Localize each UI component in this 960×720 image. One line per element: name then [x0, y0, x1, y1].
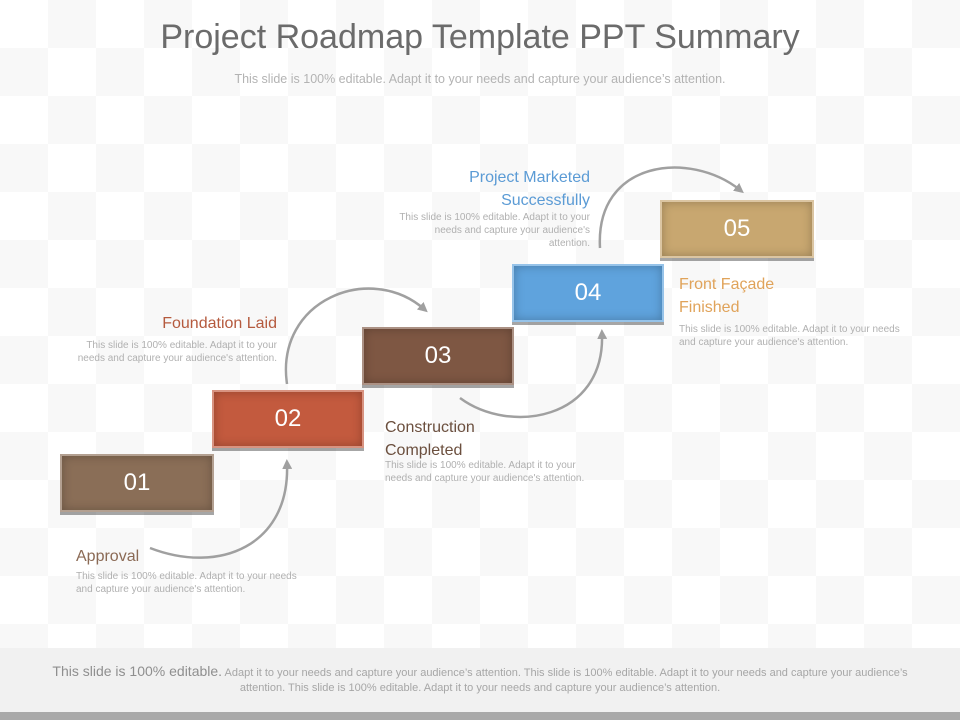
- step-05-label: Front Façade Finished: [679, 276, 775, 316]
- arrow-02-to-03: [284, 287, 428, 385]
- step-03-block: 03: [362, 327, 514, 385]
- step-02-desc: This slide is 100% editable. Adapt it to…: [77, 340, 277, 364]
- step-02-label: Foundation Laid: [162, 315, 277, 332]
- step-02-block: 02: [212, 390, 364, 448]
- arrow-approval-to-02: [149, 459, 293, 559]
- step-04-block: 04: [512, 264, 664, 322]
- slide-title: Project Roadmap Template PPT Summary: [160, 18, 800, 56]
- slide-subtitle: This slide is 100% editable. Adapt it to…: [234, 72, 726, 86]
- arrow-03-to-04: [459, 329, 608, 419]
- arrow-04-to-05: [598, 166, 744, 249]
- step-04-desc: This slide is 100% editable. Adapt it to…: [399, 212, 590, 249]
- step-05-block: 05: [660, 200, 814, 258]
- bottom-bar: [0, 712, 960, 720]
- footer-band: [0, 648, 960, 712]
- step-01-block: 01: [60, 454, 214, 512]
- footer-body: Adapt it to your needs and capture your …: [224, 667, 908, 694]
- footer-lead: This slide is 100% editable.: [52, 663, 223, 679]
- step-03-label: Construction Completed: [385, 419, 475, 459]
- step-01-desc: This slide is 100% editable. Adapt it to…: [76, 571, 297, 595]
- step-01-label: Approval: [76, 548, 140, 565]
- step-05-desc: This slide is 100% editable. Adapt it to…: [679, 324, 900, 348]
- footer-text: This slide is 100% editable. Adapt it to…: [30, 664, 930, 696]
- step-03-desc: This slide is 100% editable. Adapt it to…: [385, 460, 585, 484]
- step-04-label: Project Marketed Successfully: [469, 169, 590, 209]
